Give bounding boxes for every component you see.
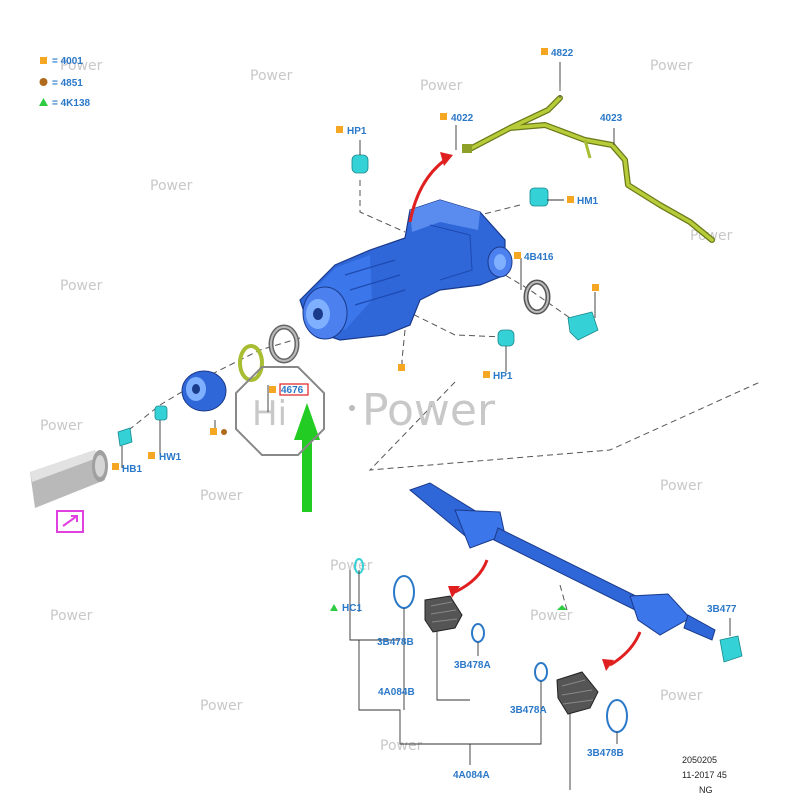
part-labels: 4822 4022 4023 HP1 HM1 4B416 HP1 4676 HW…: [122, 48, 737, 781]
ref-drawing-number: 2050205: [682, 755, 717, 765]
ref-code: NG: [699, 785, 713, 795]
watermark-text: Power: [420, 78, 463, 94]
label-4b416: 4B416: [524, 252, 554, 263]
ref-date: 11-2017 45: [682, 770, 727, 780]
highlight-box: [279, 383, 309, 396]
watermark-text: Power: [60, 278, 103, 294]
power-transfer-unit: [299, 199, 513, 341]
label-3b478b-left: 3B478B: [377, 637, 414, 648]
clamp-large-left: [393, 575, 415, 609]
cv-flange: [181, 370, 227, 412]
harness-connector: [462, 144, 472, 153]
red-arrow-icon: [408, 158, 446, 223]
boot-right: [556, 671, 599, 715]
watermark-text: Power: [200, 488, 243, 504]
hm1-part: [529, 187, 549, 207]
3b477-nut: [719, 635, 743, 663]
label-hw1: HW1: [159, 452, 182, 463]
watermark-text: Power: [530, 608, 573, 624]
red-arrow-icon: [454, 559, 489, 594]
watermark-text: Power: [50, 608, 93, 624]
watermark-layer: Power Power Power Power Power Power Powe…: [40, 58, 733, 754]
label-hp1-bottom: HP1: [493, 371, 513, 382]
watermark-letters: Hi: [252, 394, 287, 434]
label-3b478a-left: 3B478A: [454, 660, 491, 671]
label-3b478a-right: 3B478A: [510, 705, 547, 716]
label-4023: 4023: [600, 113, 623, 124]
legend-item-4851: = 4851: [52, 78, 83, 89]
wiring-harness: [462, 95, 715, 243]
clamp-small-left: [471, 623, 485, 643]
watermark-text: Power: [650, 58, 693, 74]
label-4a084a: 4A084A: [453, 770, 490, 781]
watermark-text: Power: [660, 688, 703, 704]
reference-block: 2050205 11-2017 45 NG: [682, 755, 727, 795]
watermark-text: Power: [250, 68, 293, 84]
see-also-box: [56, 510, 84, 533]
label-3b478b-right: 3B478B: [587, 748, 624, 759]
boot-kits: [354, 558, 628, 733]
drive-shaft: [30, 450, 108, 533]
red-callouts: [408, 152, 642, 671]
half-shaft: [409, 482, 716, 641]
watermark-text: Power: [380, 738, 423, 754]
legend-item-4k138: = 4K138: [52, 98, 91, 109]
watermark-large-text: Power: [362, 385, 496, 436]
label-4676: 4676: [281, 385, 304, 396]
label-markers: [112, 48, 599, 611]
watermark-text: Power: [40, 418, 83, 434]
watermark-text: Power: [200, 698, 243, 714]
watermark-text: Power: [60, 58, 103, 74]
watermark-text: Power: [150, 178, 193, 194]
legend-circle-marker: [39, 78, 48, 86]
label-4822: 4822: [551, 48, 574, 59]
legend: = 4001 = 4851 = 4K138: [39, 56, 91, 109]
red-arrow-icon: [609, 631, 642, 667]
legend-triangle-marker: [39, 98, 48, 106]
green-arrow-icon: [294, 403, 320, 512]
o-ring: [238, 344, 264, 382]
hp1-bottom-part: [497, 329, 515, 347]
watermark-logo: Hi Power: [235, 366, 496, 456]
clamp-large-right: [606, 699, 628, 733]
label-3b477: 3B477: [707, 604, 737, 615]
watermark-text: Power: [660, 478, 703, 494]
label-hp1-top: HP1: [347, 126, 367, 137]
4b416-flange: [567, 311, 599, 341]
label-4022: 4022: [451, 113, 474, 124]
label-hc1: HC1: [342, 603, 362, 614]
label-4a084b: 4A084B: [378, 687, 415, 698]
cyan-fittings: [117, 154, 743, 663]
boot-left: [424, 595, 463, 633]
leader-lines: [121, 62, 731, 790]
watermark-text: Power: [330, 558, 373, 574]
label-hm1: HM1: [577, 196, 599, 207]
clamp-small-right: [534, 662, 548, 682]
arrow-icon: [62, 515, 78, 527]
legend-item-4001: = 4001: [52, 56, 83, 67]
label-hb1: HB1: [122, 464, 142, 475]
seal-rings: [238, 279, 551, 382]
hp1-top-part: [351, 154, 369, 174]
legend-square-marker: [40, 57, 47, 64]
